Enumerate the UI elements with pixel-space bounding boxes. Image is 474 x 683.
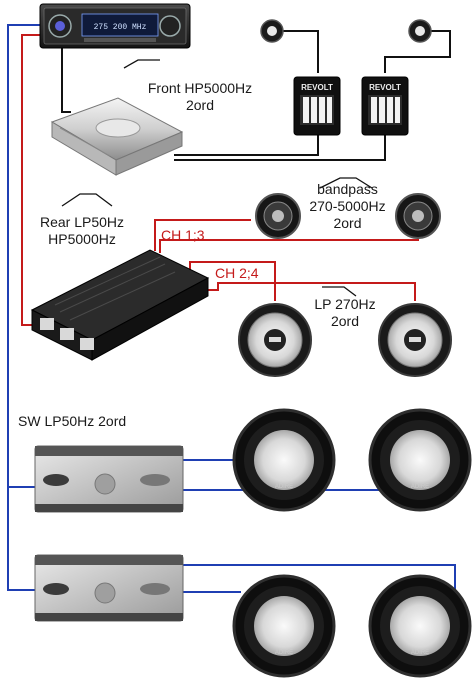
front-label-line1: Front HP5000Hz — [147, 80, 253, 96]
crossover-left-brand: REVOLT — [301, 83, 333, 92]
subwoofer-1-left: ADIRE — [232, 408, 336, 512]
lp-label-line2: 2ord — [330, 313, 360, 329]
bandpass-speaker-left — [255, 193, 301, 239]
sub-amplifier-2 — [34, 554, 184, 622]
signal-wire-sub — [7, 24, 41, 591]
speaker-wire-ch13 — [154, 219, 251, 251]
subwoofer-label: SW LP50Hz 2ord — [18, 413, 127, 429]
bandpass-label-line1: bandpass — [317, 181, 378, 197]
rear-crossover-label: Rear LP50Hz HP5000Hz — [22, 214, 142, 248]
channel-24-label: CH 2;4 — [215, 265, 259, 281]
midwoofer-left — [238, 303, 312, 377]
filter-curve-icons — [61, 59, 373, 297]
crossover-left: REVOLT — [293, 76, 341, 136]
front-crossover-label: Front HP5000Hz 2ord — [135, 80, 265, 114]
bandpass-label: bandpass 270-5000Hz 2ord — [300, 181, 395, 232]
bandpass-label-line3: 2ord — [333, 215, 362, 231]
speaker-wire-tweeter-right — [384, 30, 451, 73]
subwoofer-2-left: ADIRE — [232, 574, 336, 678]
head-unit: 275 200 MHz — [39, 3, 191, 49]
bandpass-label-line2: 270-5000Hz — [309, 198, 386, 214]
headunit-display: 275 200 MHz — [94, 23, 147, 32]
signal-wire-headunit-amp2 — [21, 34, 41, 326]
rear-label-line1: Rear LP50Hz — [39, 214, 125, 230]
lp-label-line1: LP 270Hz — [314, 296, 376, 312]
subwoofer-1-left-logo: ADIRE — [275, 484, 293, 490]
subwoofer-2-right: ADIRE — [368, 574, 472, 678]
lp-label: LP 270Hz 2ord — [305, 296, 385, 330]
channel-13-label: CH 1;3 — [161, 227, 205, 243]
tweeter-front-left — [260, 19, 284, 43]
speaker-wire-ch24-right — [199, 282, 416, 301]
speaker-wire-ch24 — [189, 261, 276, 301]
bandpass-speaker-right — [395, 193, 441, 239]
tweeter-front-right — [408, 19, 432, 43]
rear-amplifier — [30, 249, 210, 361]
signal-wire-headunit-amp — [61, 43, 71, 113]
sub-amplifier-1 — [34, 445, 184, 513]
midwoofer-right — [378, 303, 452, 377]
front-label-line2: 2ord — [185, 97, 215, 113]
subwoofer-2-right-logo: ADIRE — [411, 650, 429, 656]
crossover-right-brand: REVOLT — [369, 83, 401, 92]
bandpass-curve-icon-rear — [61, 193, 113, 207]
front-amplifier — [50, 97, 184, 176]
subwoofer-1-right: ADIRE — [368, 408, 472, 512]
lp-curve-icon — [322, 286, 357, 297]
subwoofer-1-right-logo: ADIRE — [411, 484, 429, 490]
speaker-wire-tweeter-left — [281, 30, 319, 73]
rear-label-line2: HP5000Hz — [48, 231, 116, 247]
subwoofer-2-left-logo: ADIRE — [275, 650, 293, 656]
crossover-right: REVOLT — [361, 76, 409, 136]
hp-curve-icon-front — [123, 59, 160, 69]
bandpass-curve-icon — [319, 177, 373, 189]
